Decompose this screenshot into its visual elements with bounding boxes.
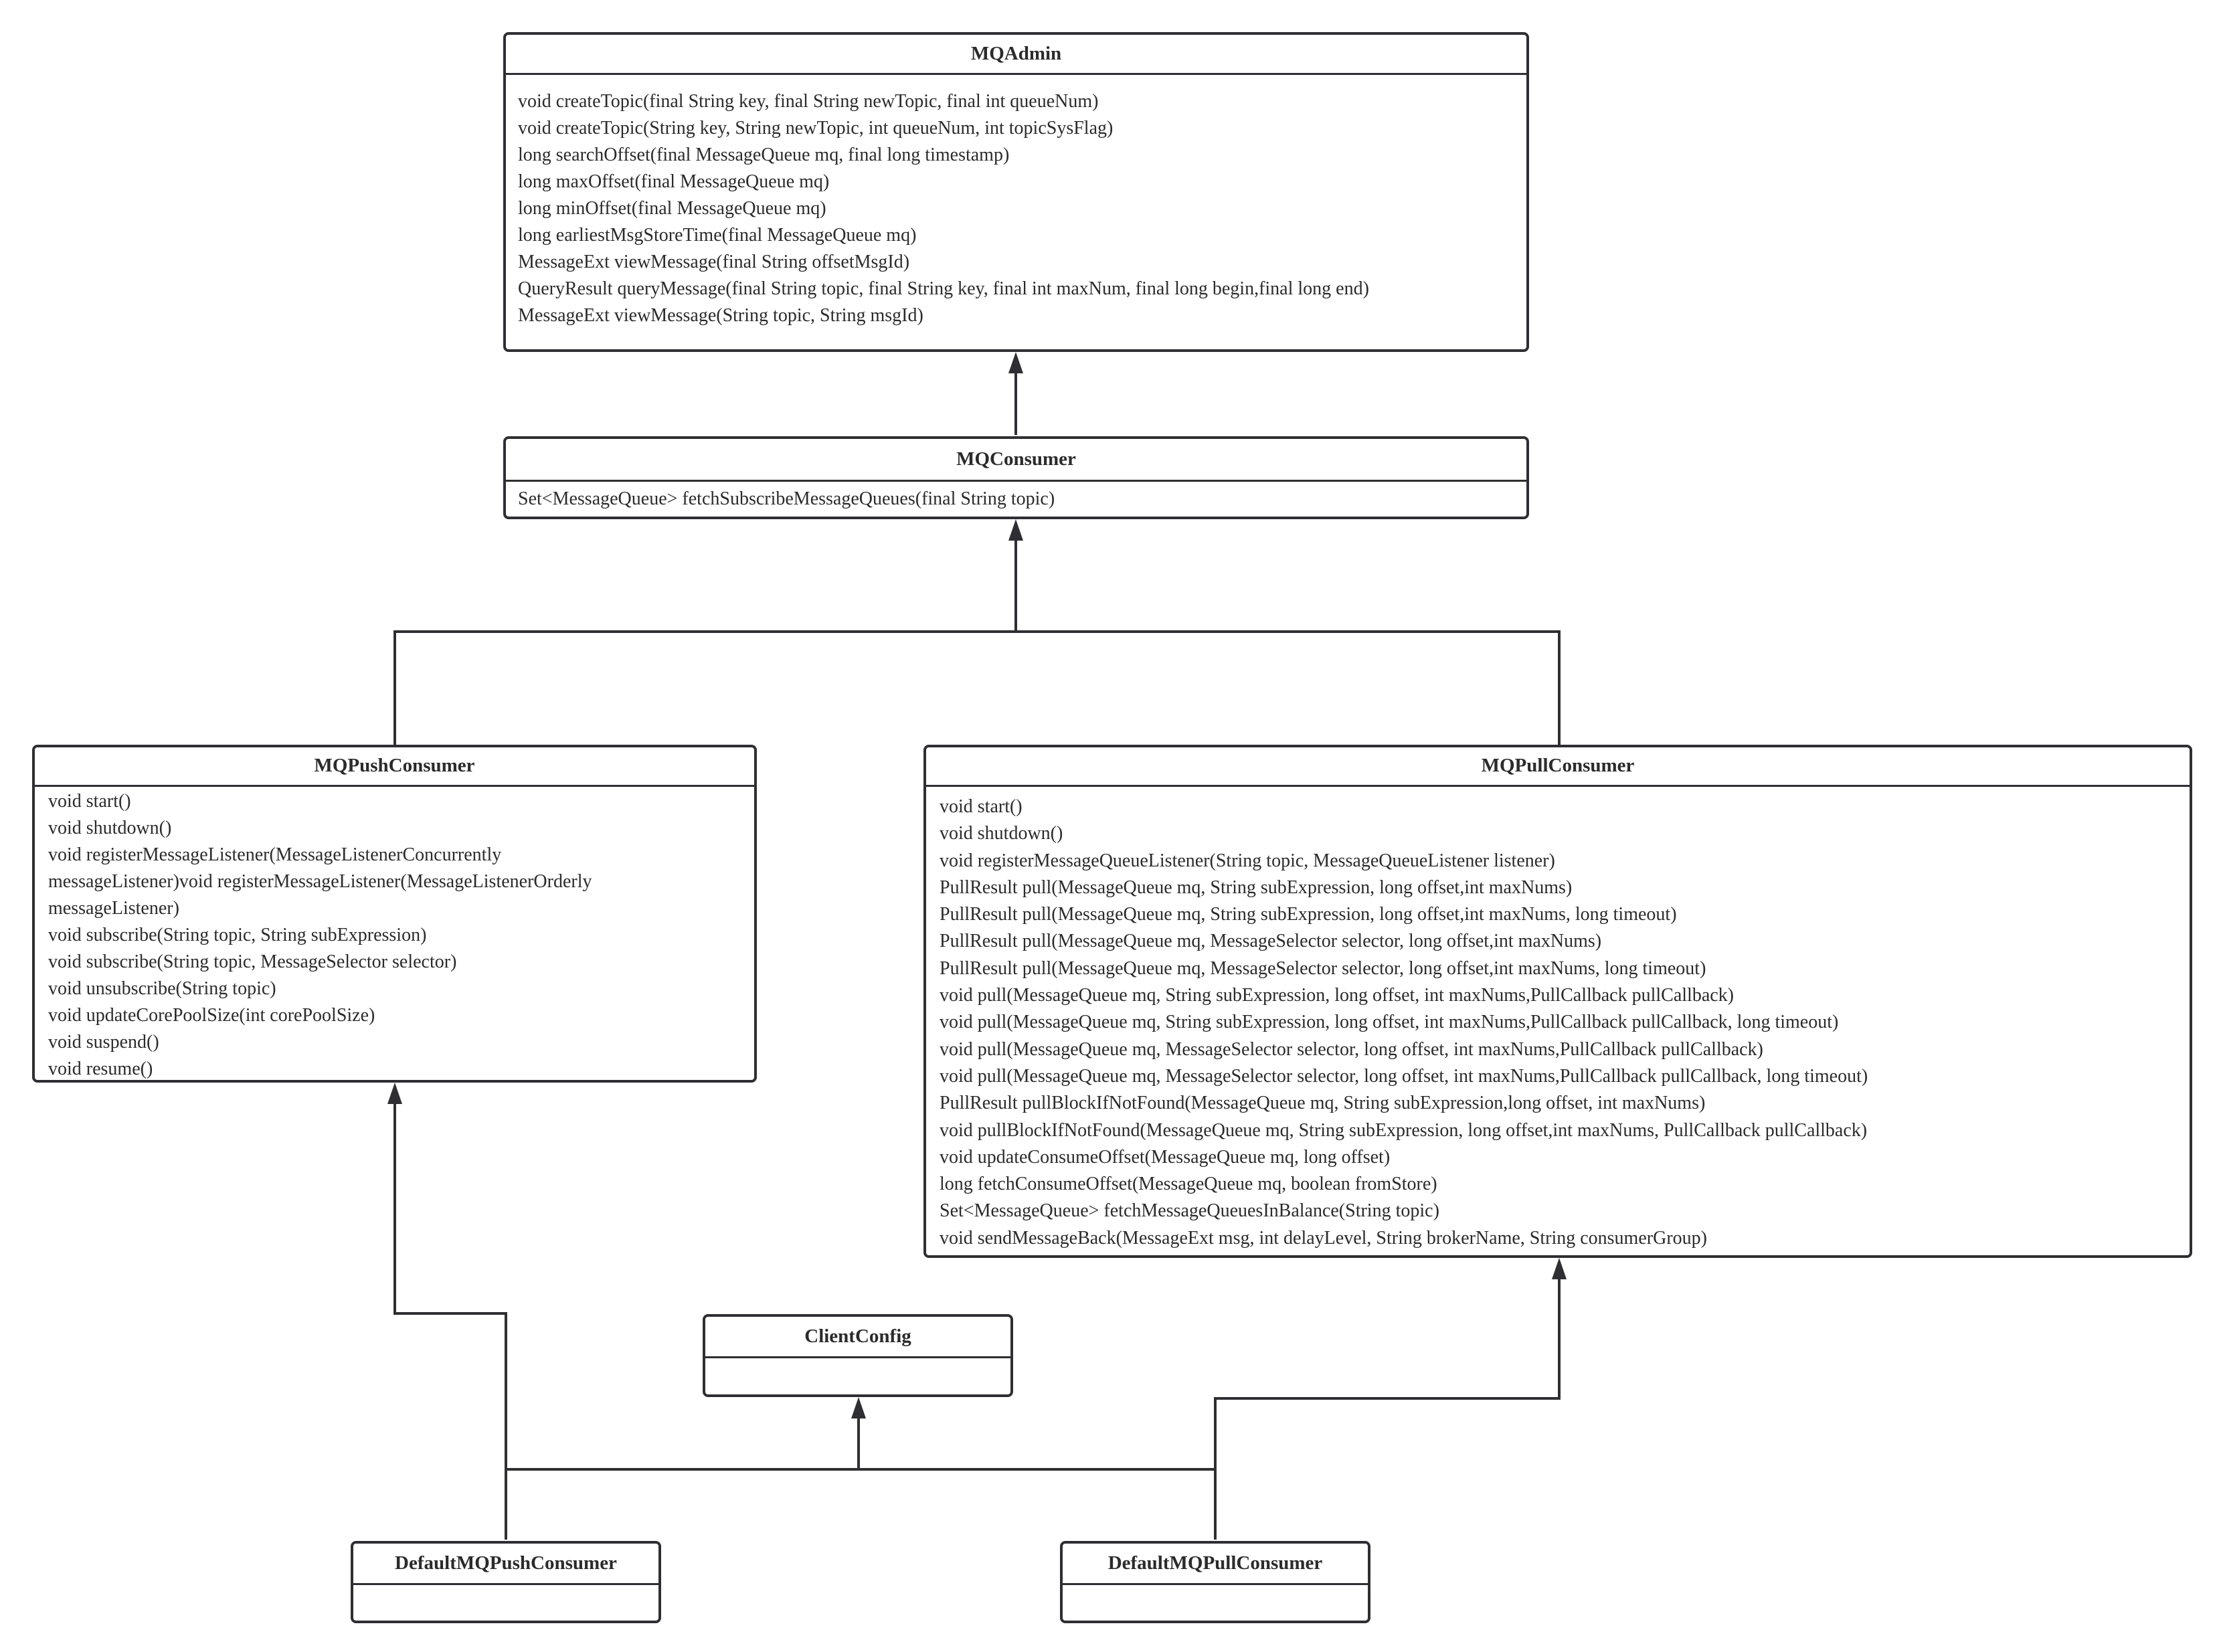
- class-operations: void createTopic(final String key, final…: [506, 75, 1526, 349]
- operation: void unsubscribe(String topic): [48, 978, 276, 999]
- operation: void shutdown(): [48, 818, 172, 838]
- class-title: DefaultMQPullConsumer: [1063, 1544, 1368, 1585]
- operation: MessageExt viewMessage(String topic, Str…: [518, 305, 923, 326]
- operation: void registerMessageQueueListener(String…: [940, 850, 1555, 871]
- arrowhead-mqpullconsumer: [1552, 1258, 1567, 1279]
- operation: long maxOffset(final MessageQueue mq): [518, 171, 830, 192]
- operation: void start(): [48, 791, 131, 812]
- operation: void updateCorePoolSize(int corePoolSize…: [48, 1005, 375, 1026]
- operation: long minOffset(final MessageQueue mq): [518, 198, 826, 219]
- operation: void subscribe(String topic, MessageSele…: [48, 951, 457, 972]
- class-title: MQPushConsumer: [35, 747, 754, 787]
- class-clientconfig: ClientConfig: [703, 1314, 1013, 1397]
- operation: messageListener)void registerMessageList…: [48, 871, 592, 892]
- operation: void pull(MessageQueue mq, MessageSelect…: [940, 1038, 1763, 1060]
- class-title: MQConsumer: [506, 439, 1526, 482]
- operation: PullResult pull(MessageQueue mq, String …: [940, 877, 1573, 898]
- operation: void shutdown(): [940, 823, 1063, 844]
- operation: void sendMessageBack(MessageExt msg, int…: [940, 1227, 1707, 1249]
- class-defaultmqpullconsumer: DefaultMQPullConsumer: [1060, 1541, 1370, 1623]
- operation: void suspend(): [48, 1032, 159, 1052]
- operation: PullResult pull(MessageQueue mq, Message…: [940, 957, 1706, 979]
- edge-defaultpush-to-mqpushconsumer: [393, 1097, 507, 1540]
- arrowhead-mqpushconsumer: [387, 1083, 402, 1104]
- operation: void start(): [940, 796, 1023, 817]
- class-title: MQAdmin: [506, 35, 1526, 75]
- class-operations: void start() void shutdown() void regist…: [35, 787, 754, 1080]
- class-operations: void start() void shutdown() void regist…: [926, 787, 2190, 1255]
- class-title: DefaultMQPushConsumer: [353, 1544, 658, 1585]
- operation: void updateConsumeOffset(MessageQueue mq…: [940, 1146, 1391, 1168]
- operation: void resume(): [48, 1059, 153, 1079]
- class-operations: Set<MessageQueue> fetchSubscribeMessageQ…: [506, 482, 1526, 517]
- operation: Set<MessageQueue> fetchSubscribeMessageQ…: [518, 488, 1055, 509]
- operation: long fetchConsumeOffset(MessageQueue mq,…: [940, 1174, 1437, 1195]
- operation: PullResult pullBlockIfNotFound(MessageQu…: [940, 1093, 1706, 1114]
- class-operations: [353, 1585, 658, 1621]
- operation: void pull(MessageQueue mq, String subExp…: [940, 1012, 1839, 1033]
- operation: void createTopic(String key, String newT…: [518, 118, 1114, 139]
- operation: void pull(MessageQueue mq, String subExp…: [940, 985, 1735, 1006]
- class-mqconsumer: MQConsumer Set<MessageQueue> fetchSubscr…: [503, 436, 1529, 519]
- operation: PullResult pull(MessageQueue mq, String …: [940, 904, 1677, 925]
- operation: MessageExt viewMessage(final String offs…: [518, 252, 910, 272]
- operation: QueryResult queryMessage(final String to…: [518, 278, 1369, 299]
- operation: messageListener): [48, 898, 179, 919]
- arrowhead-mqadmin: [1008, 352, 1023, 373]
- operation: PullResult pull(MessageQueue mq, Message…: [940, 931, 1602, 952]
- operation: void pull(MessageQueue mq, MessageSelect…: [940, 1065, 1868, 1087]
- operation: void pullBlockIfNotFound(MessageQueue mq…: [940, 1119, 1868, 1141]
- operation: void registerMessageListener(MessageList…: [48, 844, 502, 865]
- class-defaultmqpushconsumer: DefaultMQPushConsumer: [351, 1541, 661, 1623]
- arrowhead-mqconsumer: [1008, 519, 1023, 541]
- class-operations: [1063, 1585, 1368, 1621]
- arrowhead-clientconfig: [851, 1397, 866, 1418]
- edge-consumers-to-mqconsumer: [393, 630, 1561, 745]
- class-mqadmin: MQAdmin void createTopic(final String ke…: [503, 32, 1529, 352]
- operation: void createTopic(final String key, final…: [518, 91, 1099, 112]
- class-mqpushconsumer: MQPushConsumer void start() void shutdow…: [32, 745, 757, 1083]
- class-title: MQPullConsumer: [926, 747, 2190, 787]
- edge-defaultpull-to-mqpullconsumer: [1214, 1274, 1561, 1540]
- operation: long earliestMsgStoreTime(final MessageQ…: [518, 225, 917, 246]
- operation: void subscribe(String topic, String subE…: [48, 925, 427, 945]
- operation: Set<MessageQueue> fetchMessageQueuesInBa…: [940, 1200, 1439, 1222]
- class-mqpullconsumer: MQPullConsumer void start() void shutdow…: [923, 745, 2192, 1258]
- class-title: ClientConfig: [705, 1317, 1010, 1358]
- class-operations: [705, 1358, 1010, 1394]
- operation: long searchOffset(final MessageQueue mq,…: [518, 145, 1010, 165]
